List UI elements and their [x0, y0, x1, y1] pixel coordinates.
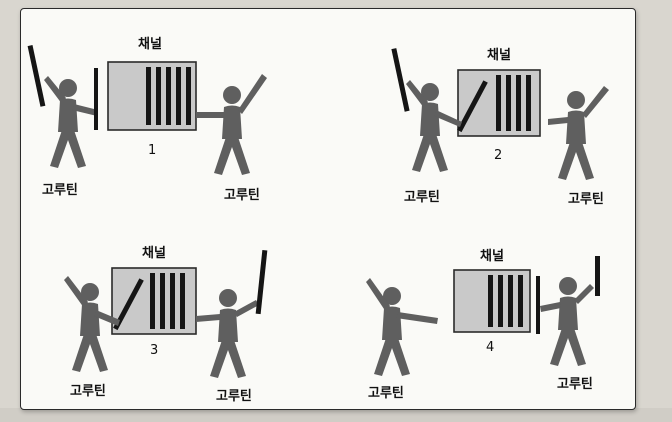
goroutine-label-right-2: 고루틴: [568, 192, 604, 207]
goroutine-label-left-3: 고루틴: [70, 384, 106, 399]
goroutine-label-left-1: 고루틴: [42, 183, 78, 198]
goroutine-label-left-2: 고루틴: [404, 190, 440, 205]
page-background: [0, 408, 672, 422]
step-number-4: 4: [486, 340, 495, 355]
goroutine-label-left-4: 고루틴: [368, 386, 404, 401]
step-number-2: 2: [494, 148, 503, 163]
channel-values-2: [457, 75, 531, 133]
channel-label-1: 채널: [138, 37, 162, 52]
panel-4: [366, 256, 600, 376]
goroutine-left-1: [27, 45, 98, 168]
step-number-3: 3: [150, 343, 159, 358]
goroutine-right-4: [536, 256, 600, 366]
channel-values-4: [488, 275, 523, 327]
goroutine-left-2: [391, 48, 462, 172]
step-number-1: 1: [148, 143, 157, 158]
panel-1: [27, 45, 267, 175]
goroutine-left-4: [366, 278, 438, 376]
panel-3: [64, 249, 268, 378]
goroutine-label-right-1: 고루틴: [224, 188, 260, 203]
channel-label-2: 채널: [487, 48, 511, 63]
channel-values-3: [113, 273, 185, 331]
goroutine-right-2: [548, 86, 609, 180]
channel-box-1: [107, 61, 197, 131]
goroutine-left-3: [64, 276, 120, 372]
panel-2: [391, 48, 609, 180]
goroutine-right-3: [196, 249, 268, 378]
channel-label-3: 채널: [142, 246, 166, 261]
channel-label-4: 채널: [480, 249, 504, 264]
channel-values-1: [146, 67, 191, 125]
goroutine-label-right-4: 고루틴: [557, 377, 593, 392]
goroutine-right-1: [196, 74, 267, 175]
goroutine-label-right-3: 고루틴: [216, 389, 252, 404]
